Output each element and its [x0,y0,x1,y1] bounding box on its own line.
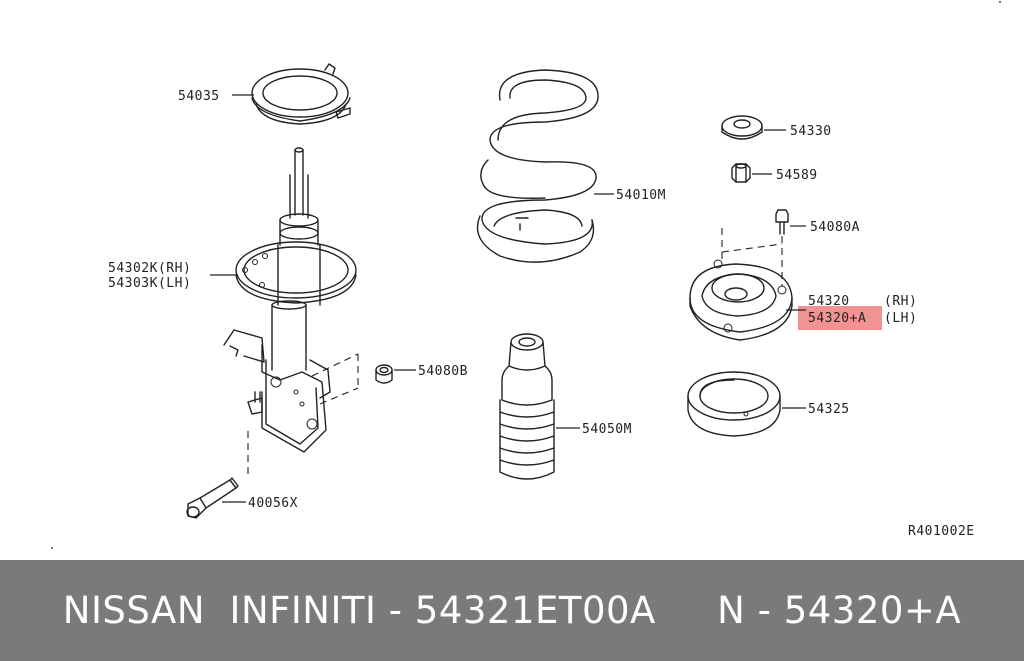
label-54010m: 54010M [616,188,666,203]
nut-drawing [731,163,751,183]
coil-spring-drawing [476,69,599,263]
strut-drawing [223,147,357,453]
label-54050m: 54050M [582,422,632,437]
label-54325: 54325 [808,402,850,417]
bearing-drawing [687,371,781,437]
strut-mount-drawing [689,259,793,341]
diagram-code: R401002E [908,524,975,539]
label-54320a-lh-number: 54320+A [808,311,866,326]
label-54080b: 54080B [418,364,468,379]
stud-a-drawing [775,209,789,235]
footer-title: NISSAN INFINITI - 54321ET00A N - 54320+A [62,589,962,632]
label-54589: 54589 [776,168,818,183]
label-54303k-lh: 54303K(LH) [108,276,191,291]
nut-b-drawing [375,364,393,384]
label-40056x: 40056X [248,496,298,511]
bound-bumper-drawing [499,333,555,480]
cap-drawing [721,115,763,140]
label-54320a-lh-side: (LH) [884,311,917,326]
label-54302k-rh: 54302K(RH) [108,261,191,276]
highlight-box [798,306,882,330]
bolt-drawing [186,477,239,519]
label-54320-rh-number: 54320 [808,294,850,309]
label-54320-rh-side: (RH) [884,294,917,309]
label-54080a: 54080A [810,220,860,235]
label-54330: 54330 [790,124,832,139]
label-54035: 54035 [178,89,220,104]
footer-banner: NISSAN INFINITI - 54321ET00A N - 54320+A [0,560,1024,661]
spring-seat-drawing [251,63,351,125]
parts-diagram: 54035 54302K(RH) 54303K(LH) 54010M 54080… [51,1,1001,549]
